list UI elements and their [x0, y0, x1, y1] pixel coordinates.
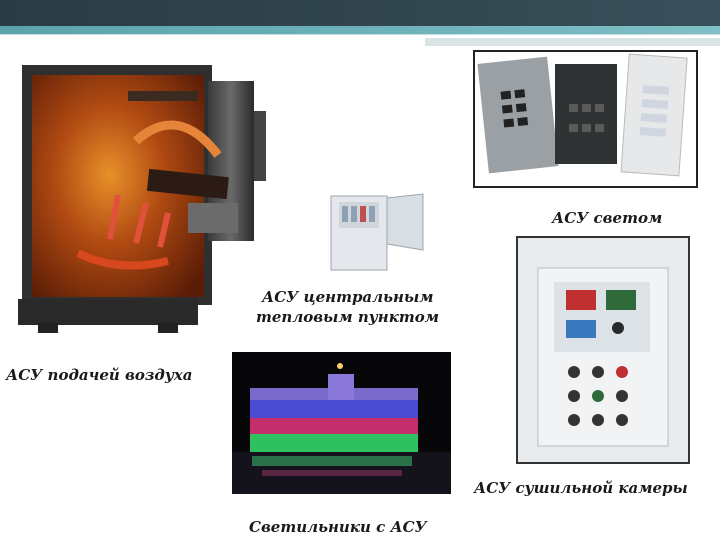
caption-air-supply: АСУ подачей воздуха: [6, 366, 193, 384]
title-divider-right: [425, 38, 720, 46]
title-bar: [0, 0, 720, 26]
caption-heat-point-2: тепловым пунктом: [256, 308, 440, 326]
title-bar-accent: [0, 26, 720, 34]
caption-drying-chamber: АСУ сушильной камеры: [474, 479, 688, 497]
title-divider: [0, 34, 720, 35]
illuminated-building-image: [232, 352, 451, 494]
furnace-cutaway-image: [18, 65, 266, 333]
caption-heat-point-1: АСУ центральным: [262, 288, 434, 306]
heat-point-cabinet-image: [330, 193, 424, 271]
drying-chamber-image: [516, 236, 690, 464]
caption-lamps: Светильники с АСУ: [249, 518, 427, 536]
light-panels-image: [473, 50, 698, 188]
caption-light: АСУ светом: [552, 209, 663, 227]
